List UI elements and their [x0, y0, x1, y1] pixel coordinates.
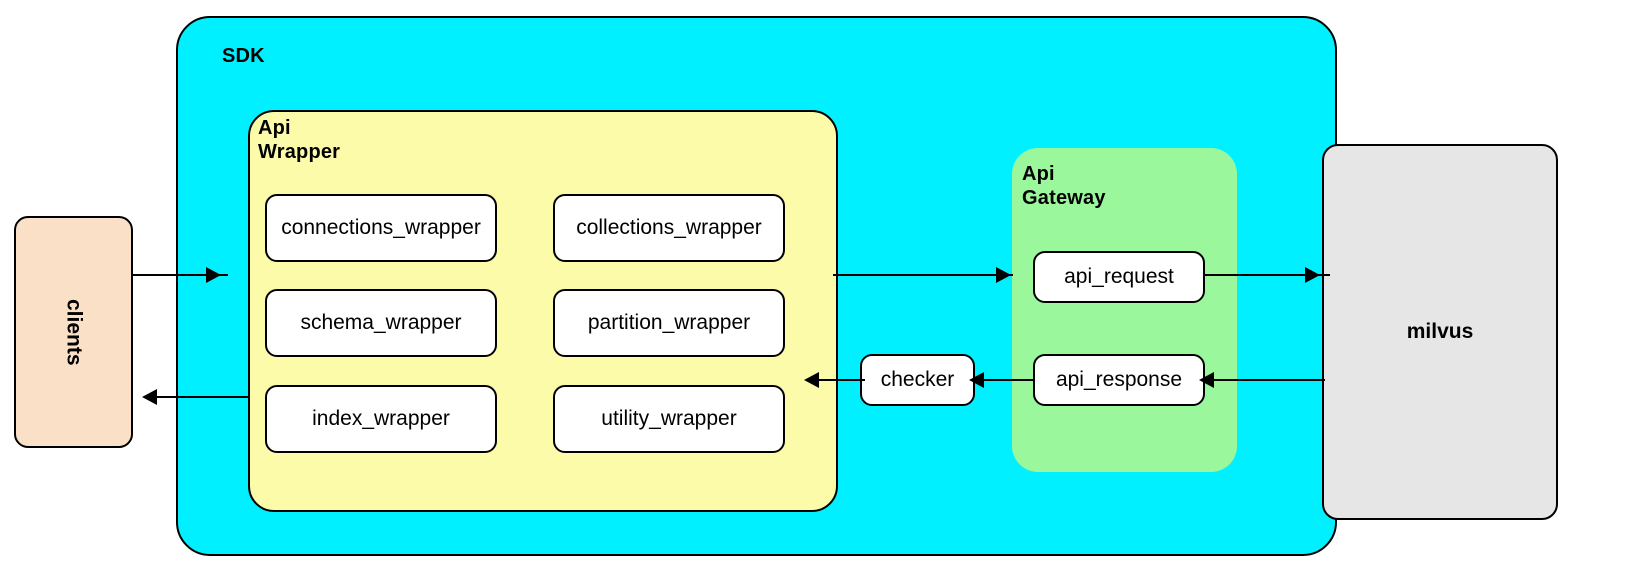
clients-node[interactable]: clients [14, 216, 133, 448]
edge-api-request-to-milvus [1205, 274, 1330, 276]
arrowhead-left-icon [1199, 372, 1214, 388]
api-gateway-label: Api Gateway [1022, 163, 1106, 209]
arrowhead-right-icon [1305, 267, 1320, 283]
edge-checker-to-api-wrapper [810, 379, 865, 381]
module-collections-wrapper[interactable]: collections_wrapper [553, 194, 785, 262]
module-index-wrapper[interactable]: index_wrapper [265, 385, 497, 453]
arrowhead-left-icon [142, 389, 157, 405]
module-utility-wrapper[interactable]: utility_wrapper [553, 385, 785, 453]
api-gateway-container [1012, 148, 1237, 472]
edge-clients-to-api-wrapper [133, 274, 228, 276]
sdk-label: SDK [222, 45, 265, 67]
module-api-response[interactable]: api_response [1033, 354, 1205, 406]
edge-api-wrapper-to-api-gateway [833, 274, 1013, 276]
arrowhead-right-icon [996, 267, 1011, 283]
module-api-request[interactable]: api_request [1033, 251, 1205, 303]
edge-api-response-to-checker [975, 379, 1035, 381]
milvus-node[interactable]: milvus [1322, 144, 1558, 520]
api-wrapper-label: Api Wrapper [258, 117, 341, 163]
arrowhead-left-icon [969, 372, 984, 388]
arrowhead-left-icon [804, 372, 819, 388]
module-schema-wrapper[interactable]: schema_wrapper [265, 289, 497, 357]
edge-milvus-to-api-response [1205, 379, 1325, 381]
arrowhead-right-icon [206, 267, 221, 283]
module-partition-wrapper[interactable]: partition_wrapper [553, 289, 785, 357]
module-checker[interactable]: checker [860, 354, 975, 406]
module-connections-wrapper[interactable]: connections_wrapper [265, 194, 497, 262]
clients-label: clients [62, 298, 86, 366]
edge-api-wrapper-to-clients [148, 396, 248, 398]
